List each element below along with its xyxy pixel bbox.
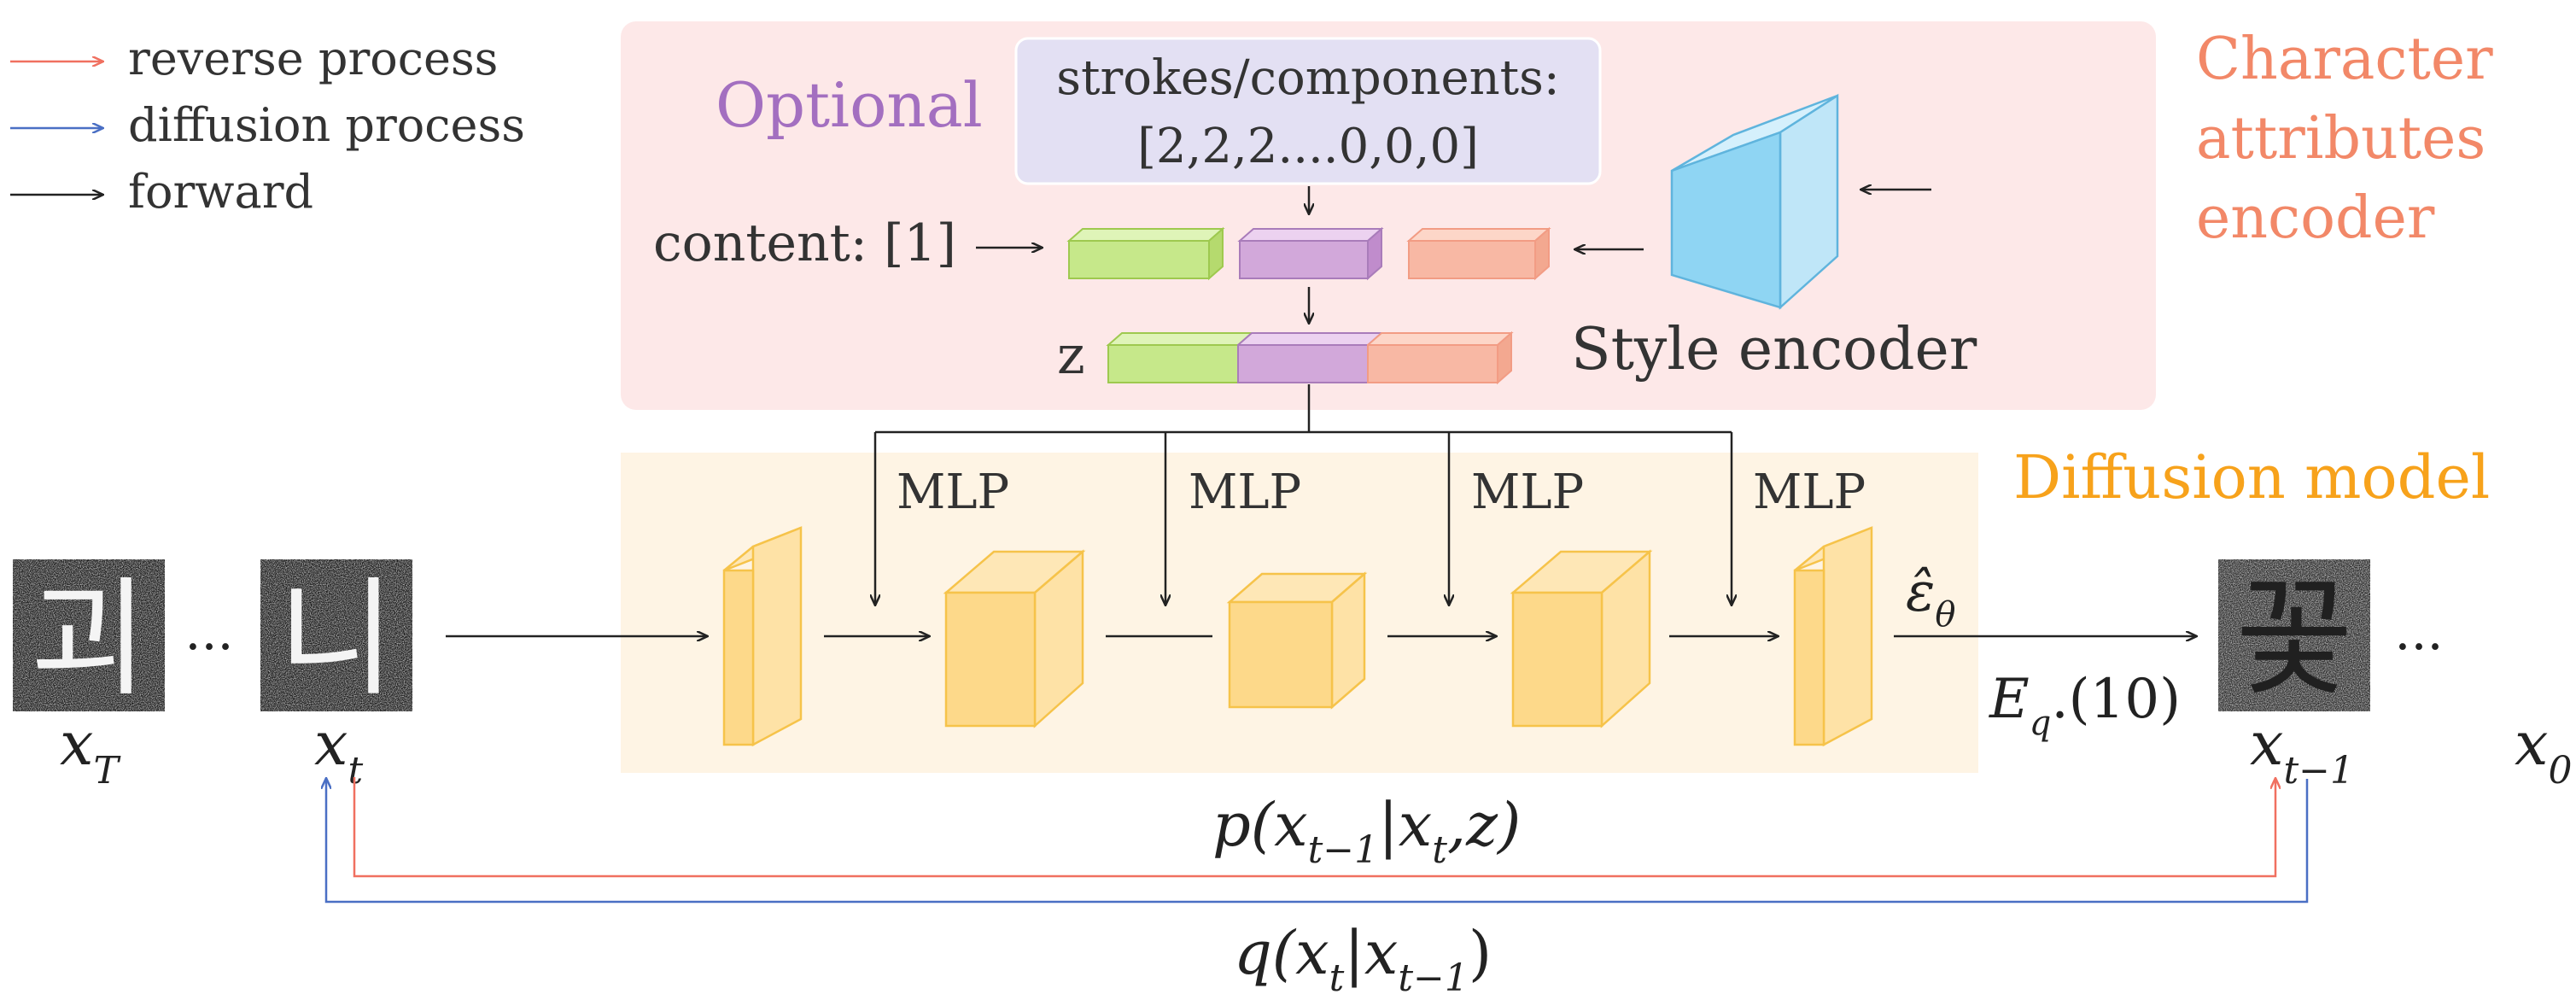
- strokes-embedding-bar: [1237, 226, 1384, 281]
- encoder-title-line2: attributes: [2196, 105, 2485, 173]
- ellipsis-right: ...: [2394, 602, 2443, 662]
- unet-block-4: [1510, 549, 1653, 728]
- q-formula: q(xt|xt−1): [1234, 918, 1492, 1000]
- unet-block-3: [1226, 571, 1368, 710]
- mlp-label-1: MLP: [897, 465, 1009, 520]
- z-concat-bar: [1106, 330, 1514, 385]
- z-label: z: [1057, 324, 1085, 386]
- label-xt: xt: [314, 709, 363, 793]
- style-encoder-cube: [1670, 93, 1839, 310]
- glyph-xT: 괴: [30, 565, 148, 714]
- unet-block-5: [1793, 526, 1873, 747]
- unet-block-2: [943, 549, 1086, 728]
- encoder-title-line1: Character: [2196, 26, 2493, 93]
- label-xt-minus-1: xt−1: [2250, 709, 2354, 793]
- ellipsis-left: ...: [184, 602, 233, 662]
- legend: reverse process diffusion process forwar…: [10, 32, 525, 219]
- z-distribution-lines: [875, 384, 1732, 605]
- style-embedding-bar: [1406, 226, 1551, 281]
- image-xt-minus-1: 꽃: [2218, 559, 2370, 714]
- diffusion-process-loop: [326, 779, 2309, 904]
- content-label: content: [1]: [653, 213, 956, 273]
- unet-block-1: [722, 526, 803, 747]
- p-formula: p(xt−1|xt,z): [1212, 790, 1521, 872]
- optional-label: Optional: [716, 69, 983, 141]
- strokes-line1: strokes/components:: [1056, 50, 1560, 106]
- legend-reverse-label: reverse process: [128, 32, 498, 85]
- glyph-xt: 니: [277, 565, 395, 714]
- strokes-line2: [2,2,2....0,0,0]: [1137, 119, 1479, 174]
- encoder-title-line3: encoder: [2196, 184, 2435, 252]
- epsilon-symbol: ε̂θ: [1906, 561, 1955, 635]
- diffusion-title: Diffusion model: [2013, 442, 2490, 512]
- image-xt: 니: [260, 559, 412, 714]
- equation-reference: Eq.(10): [1989, 668, 2181, 743]
- mlp-label-3: MLP: [1471, 465, 1584, 520]
- legend-forward-label: forward: [128, 165, 313, 219]
- mlp-label-2: MLP: [1189, 465, 1301, 520]
- style-encoder-label: Style encoder: [1571, 316, 1977, 383]
- reverse-process-loop: [353, 777, 2275, 878]
- content-embedding-bar: [1066, 226, 1225, 281]
- legend-diffusion-label: diffusion process: [128, 98, 525, 152]
- image-xT: 괴: [13, 559, 165, 714]
- label-x0: x0: [2515, 709, 2572, 793]
- label-xT: xT: [60, 709, 121, 793]
- glyph-xt-minus-1: 꽃: [2235, 565, 2353, 714]
- encoder-background: [621, 21, 2156, 410]
- mlp-label-4: MLP: [1753, 465, 1866, 520]
- strokes-box: [1014, 37, 1602, 185]
